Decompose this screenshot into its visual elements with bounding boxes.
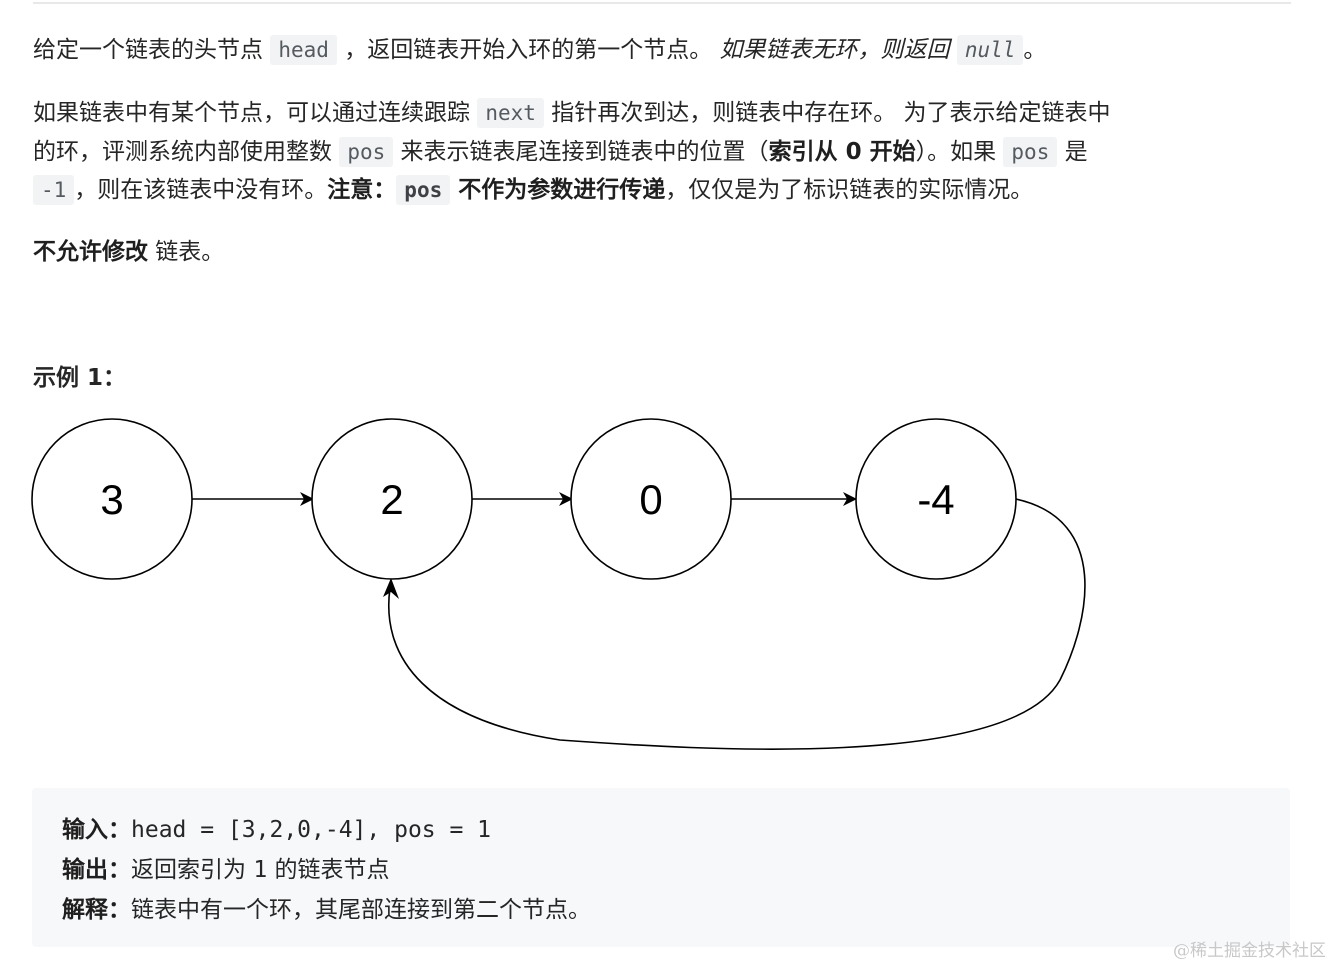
- text: 是: [1057, 138, 1088, 165]
- output-number: 1: [253, 857, 268, 883]
- input-value: head = [3,2,0,-4], pos = 1: [131, 817, 492, 843]
- input-line: 输入：head = [3,2,0,-4], pos = 1: [62, 810, 491, 844]
- linked-list-diagram: 3 2 0 -4: [31, 418, 1086, 750]
- italic-text: 如果链表无环，则返回: [719, 37, 957, 63]
- problem-paragraph-2: 如果链表中有某个节点，可以通过连续跟踪 next 指针再次到达，则链表中存在环。…: [33, 94, 1111, 210]
- text: 如果链表中有某个节点，可以通过连续跟踪: [33, 100, 478, 126]
- edge-cycle-neg4-to-2: [388, 498, 1086, 750]
- bold-text: 索引从 0 开始: [768, 138, 916, 165]
- text: ，返回链表开始入环的第一个节点。: [336, 37, 720, 63]
- explanation-label: 解释：: [62, 897, 131, 923]
- code-pos: pos: [339, 136, 394, 167]
- bold-note: 注意：: [327, 177, 397, 203]
- node-2: 2: [311, 418, 473, 580]
- text: ）。如果: [915, 138, 1004, 165]
- node-value: 3: [100, 476, 123, 523]
- code-neg-one: -1: [33, 175, 75, 205]
- text: 链表。: [148, 239, 225, 265]
- node-0: 0: [570, 418, 732, 580]
- node-neg4: -4: [855, 418, 1017, 580]
- code-head: head: [270, 35, 337, 65]
- bold-text: 不作为参数进行传递: [450, 177, 666, 203]
- code-pos: pos: [1003, 136, 1058, 167]
- output-text: 的链表节点: [267, 857, 390, 883]
- text: 给定一个链表的头节点: [33, 37, 271, 63]
- top-divider: [33, 2, 1291, 4]
- arrowhead: [559, 492, 573, 506]
- text: ，仅仅是为了标识链表的实际情况。: [665, 177, 1034, 203]
- explanation-line: 解释：链表中有一个环，其尾部连接到第二个节点。: [62, 890, 591, 924]
- arrowhead: [843, 492, 857, 506]
- code-next: next: [477, 98, 544, 128]
- node-value: 2: [380, 476, 403, 523]
- node-value: -4: [917, 476, 954, 523]
- arrowhead: [383, 578, 399, 599]
- explanation-value: 链表中有一个环，其尾部连接到第二个节点。: [131, 897, 591, 923]
- arrowhead: [300, 492, 314, 506]
- code-null: null: [956, 35, 1024, 65]
- problem-paragraph-1: 给定一个链表的头节点 head ，返回链表开始入环的第一个节点。 如果链表无环，…: [33, 30, 1046, 70]
- text: 。: [1023, 37, 1047, 63]
- text: ，则在该链表中没有环。: [74, 177, 328, 203]
- node-value: 0: [639, 476, 662, 523]
- node-circle: [31, 418, 193, 580]
- node-circle: [570, 418, 732, 580]
- text: 指针再次到达，则链表中存在环。 为了表示给定链表中: [543, 100, 1111, 126]
- example-code-block: 输入：head = [3,2,0,-4], pos = 1 输出：返回索引为 1…: [32, 788, 1290, 947]
- text: 来表示链表尾连接到链表中的位置（: [393, 138, 769, 165]
- watermark: @稀土掘金技术社区: [1173, 941, 1326, 961]
- example-title: 示例 1：: [33, 365, 127, 391]
- node-circle: [311, 418, 473, 580]
- text: 的环，评测系统内部使用整数: [33, 138, 340, 165]
- problem-paragraph-3: 不允许修改 链表。: [33, 232, 224, 272]
- node-circle: [855, 418, 1017, 580]
- output-line: 输出：返回索引为 1 的链表节点: [62, 850, 389, 884]
- code-pos: pos: [396, 175, 451, 205]
- output-text: 返回索引为: [131, 857, 254, 883]
- node-3: 3: [31, 418, 193, 580]
- output-label: 输出：: [62, 857, 131, 883]
- input-label: 输入：: [62, 817, 131, 843]
- bold-text: 不允许修改: [33, 239, 148, 265]
